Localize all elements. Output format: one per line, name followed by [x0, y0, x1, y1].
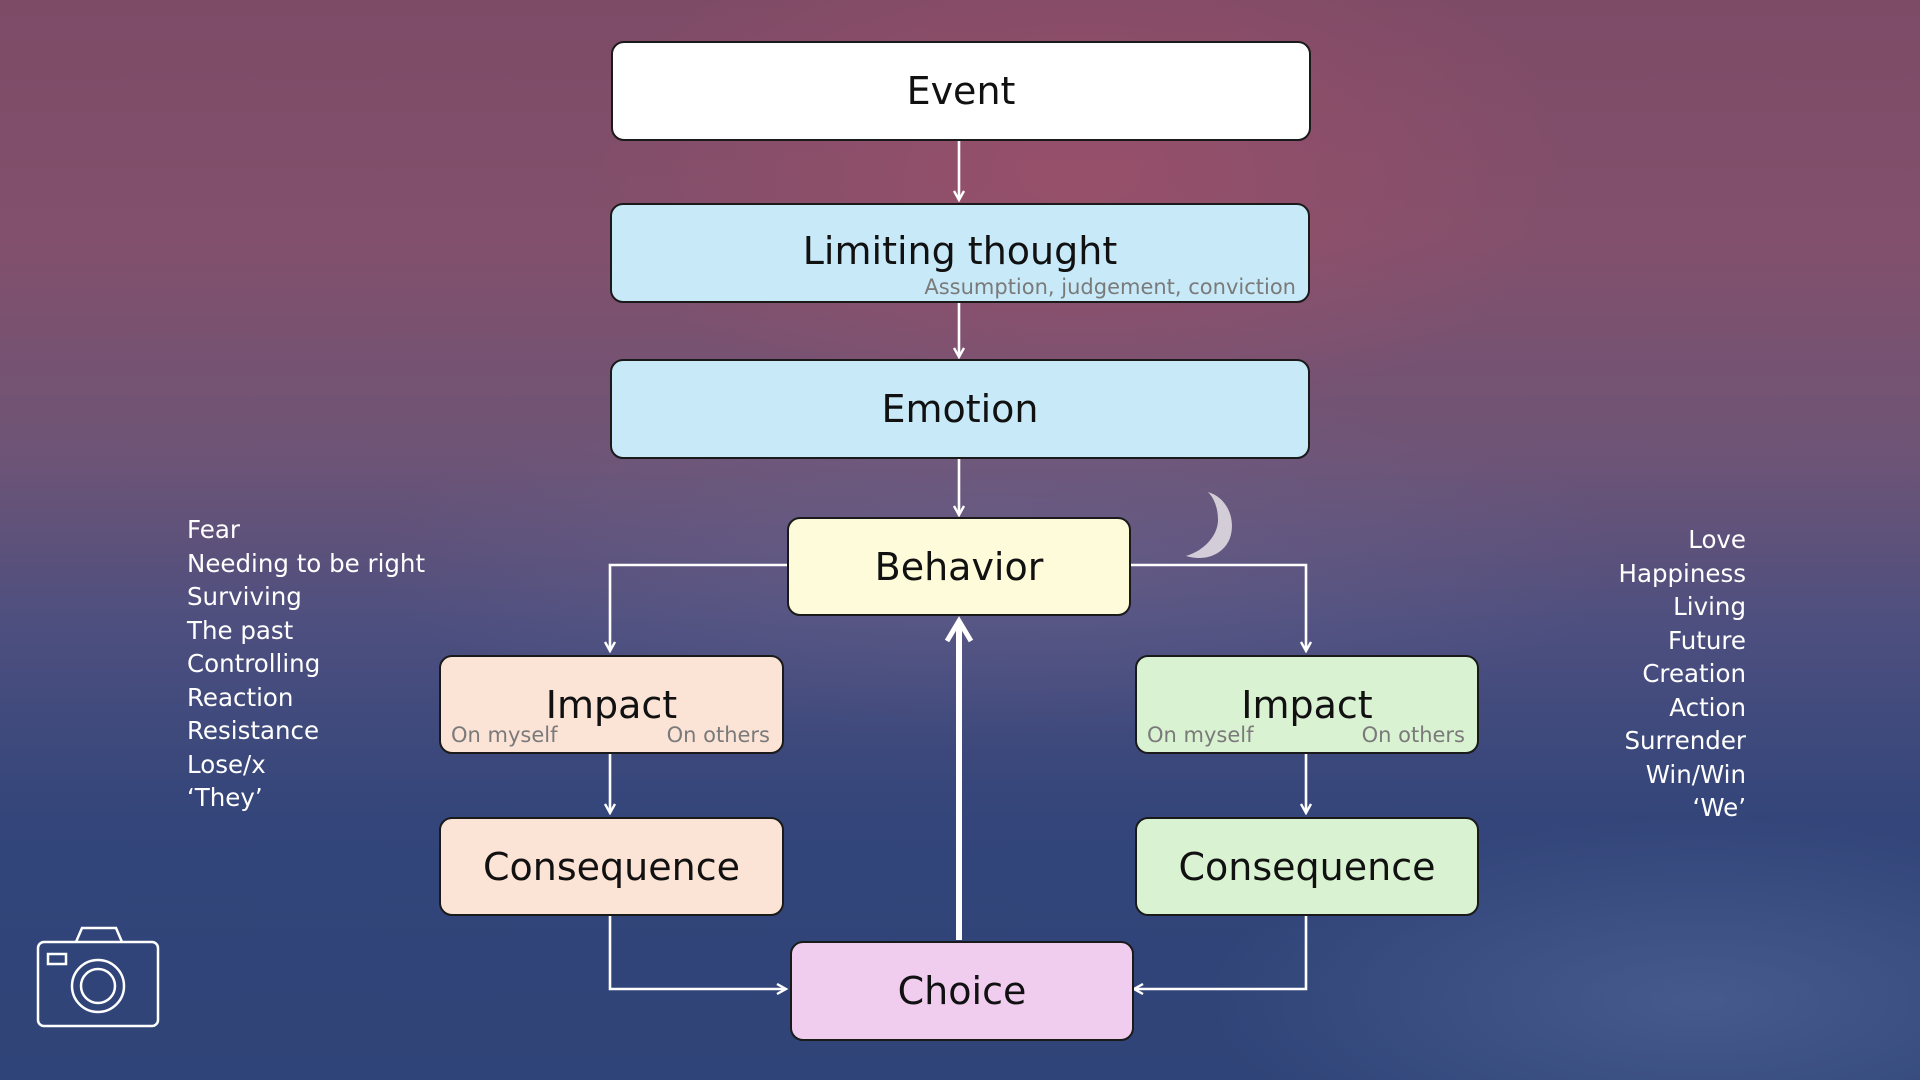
list-item: Love: [1688, 525, 1746, 554]
choice-title: Choice: [897, 969, 1027, 1013]
consequence-left-box: Consequence: [439, 817, 784, 916]
impact-left-title: Impact: [545, 682, 678, 727]
list-item: ‘We’: [1692, 793, 1746, 822]
emotion-box: Emotion: [610, 359, 1310, 459]
emotion-title: Emotion: [881, 387, 1039, 431]
list-item: Happiness: [1618, 558, 1746, 588]
impact-right-on-others: On others: [1361, 723, 1465, 747]
list-item: Action: [1669, 692, 1746, 722]
list-item: Win/Win: [1645, 759, 1746, 789]
impact-left-box: Impact On myself On others: [439, 655, 784, 754]
list-item: Future: [1667, 625, 1746, 655]
limiting-thought-subtitle: Assumption, judgement, conviction: [924, 275, 1296, 299]
impact-left-on-myself: On myself: [451, 723, 558, 747]
impact-right-title: Impact: [1241, 682, 1373, 727]
impact-right-box: Impact On myself On others: [1135, 655, 1479, 754]
list-item: Living: [1673, 592, 1746, 621]
crescent-moon-icon: [1186, 492, 1232, 558]
consequence-left-title: Consequence: [483, 844, 740, 889]
event-title: Event: [906, 69, 1016, 113]
arrow-behavior-to-impact-left: [610, 563, 787, 651]
list-item: Creation: [1642, 659, 1746, 688]
list-item: Fear: [187, 515, 240, 544]
impact-left-on-others: On others: [666, 723, 770, 747]
arrow-consequence-left-to-choice: [608, 915, 786, 989]
list-item: The past: [187, 615, 294, 645]
limiting-thought-title: Limiting thought: [802, 229, 1118, 273]
list-item: Controlling: [187, 649, 321, 678]
limiting-thought-box: Limiting thought Assumption, judgement, …: [610, 203, 1310, 303]
arrow-consequence-right-to-choice: [1134, 915, 1308, 989]
impact-right-on-myself: On myself: [1147, 723, 1254, 747]
list-item: ‘They’: [187, 783, 263, 812]
camera-icon: [36, 926, 160, 1028]
arrow-behavior-to-impact-right: [1131, 563, 1306, 651]
consequence-right-title: Consequence: [1178, 844, 1436, 889]
fear-based-list: Fear Needing to be right Surviving The p…: [187, 513, 425, 815]
list-item: Reaction: [187, 682, 294, 712]
list-item: Surviving: [187, 582, 302, 611]
love-based-list: Love Happiness Living Future Creation Ac…: [1619, 523, 1746, 825]
list-item: Resistance: [187, 716, 320, 745]
behavior-box: Behavior: [787, 517, 1131, 616]
behavior-title: Behavior: [874, 544, 1044, 589]
event-box: Event: [611, 41, 1311, 141]
list-item: Lose/x: [187, 749, 266, 779]
choice-box: Choice: [790, 941, 1134, 1041]
list-item: Surrender: [1624, 726, 1746, 755]
consequence-right-box: Consequence: [1135, 817, 1479, 916]
list-item: Needing to be right: [187, 548, 426, 578]
